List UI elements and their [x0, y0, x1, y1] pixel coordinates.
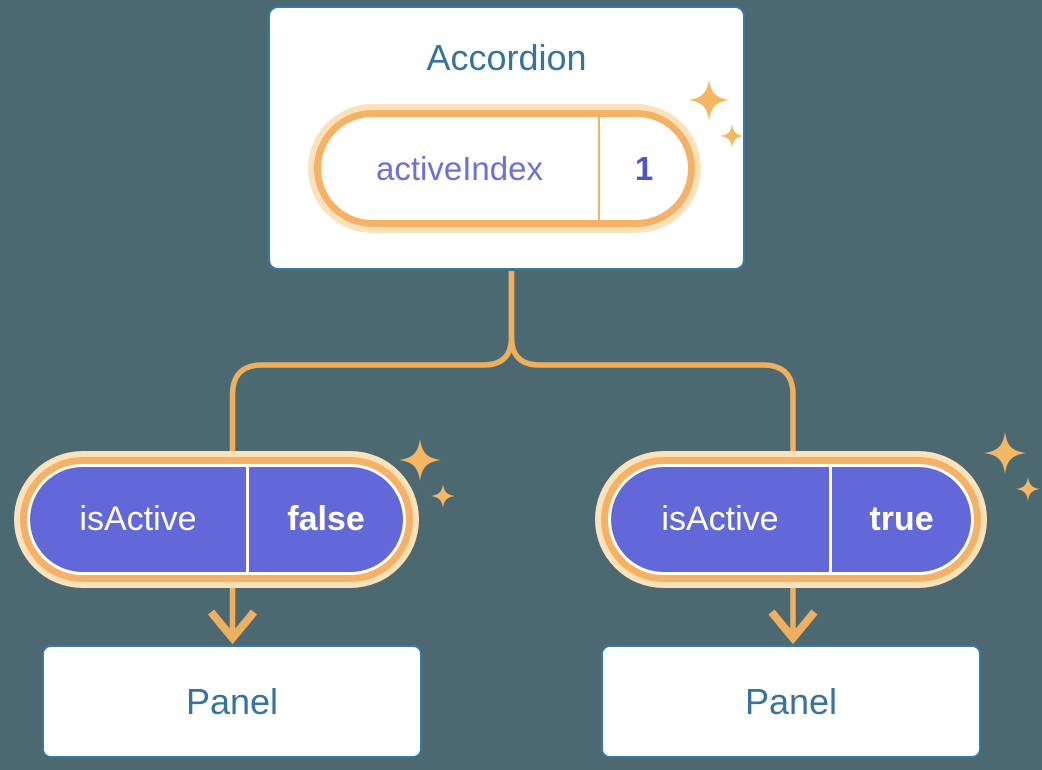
prop-pill-label: isActive	[79, 500, 197, 538]
prop-pill-divider	[829, 467, 832, 572]
state-pill-label: activeIndex	[376, 149, 543, 187]
panel-card-right: Panel	[601, 645, 981, 758]
state-pill-value: 1	[634, 149, 654, 187]
prop-pill-value: false	[287, 500, 365, 538]
panel-card-left: Panel	[42, 645, 422, 758]
arrowhead-right-icon	[768, 609, 818, 645]
prop-pill-isactive-true: isActive true	[601, 457, 981, 582]
prop-pill-divider	[246, 467, 249, 572]
connector-left-branch	[229, 271, 515, 635]
sparkle-icon	[688, 79, 744, 148]
accordion-title: Accordion	[426, 37, 587, 78]
prop-pill-isactive-false: isActive false	[20, 457, 413, 582]
panel-title: Panel	[744, 680, 838, 722]
state-pill-divider	[598, 117, 600, 220]
panel-title: Panel	[185, 680, 279, 722]
connector-right-branch	[508, 271, 796, 635]
arrowhead-left-icon	[207, 609, 258, 645]
sparkle-icon	[399, 439, 455, 508]
state-pill: activeIndex 1	[314, 110, 695, 227]
prop-pill-value: true	[869, 500, 934, 538]
prop-pill-label: isActive	[661, 500, 779, 538]
sparkle-icon	[984, 432, 1040, 501]
